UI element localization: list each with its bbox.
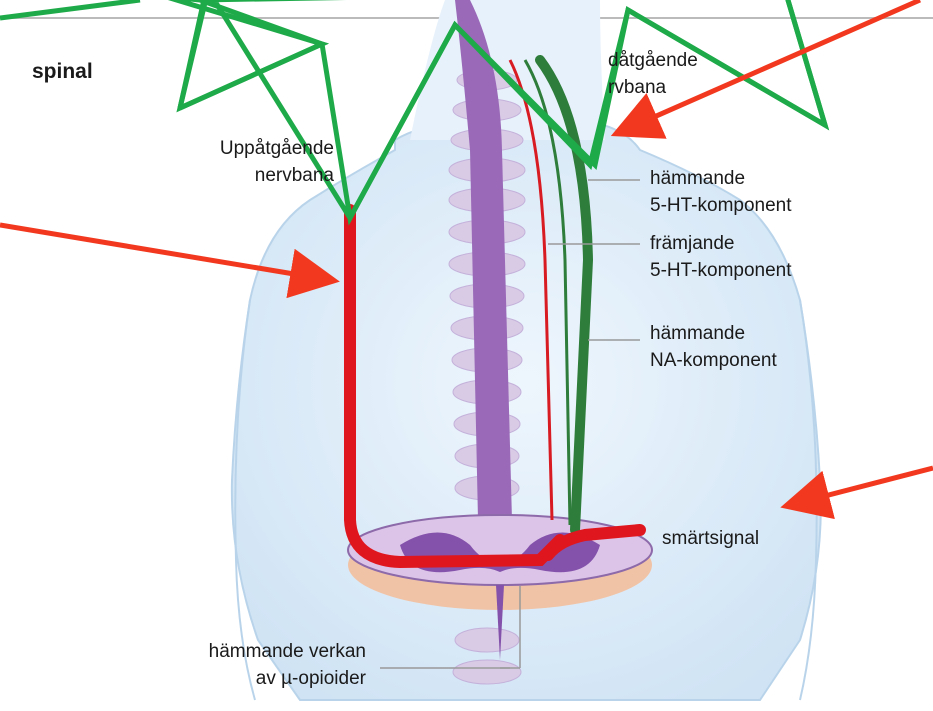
label-pain-signal: smärtsignal — [662, 525, 759, 552]
section-title: spinal — [32, 60, 93, 84]
label-promoting-5ht: främjande 5-HT-komponent — [650, 230, 792, 284]
label-inhibiting-na: hämmande NA-komponent — [650, 320, 777, 374]
label-opioid-action: hämmande verkan av µ-opioider — [120, 638, 366, 692]
label-ascending-pathway: Uppåtgående nervbana — [150, 135, 334, 189]
label-descending-pathway: dåtgående rvbana — [608, 47, 698, 101]
label-inhibiting-5ht: hämmande 5-HT-komponent — [650, 165, 792, 219]
